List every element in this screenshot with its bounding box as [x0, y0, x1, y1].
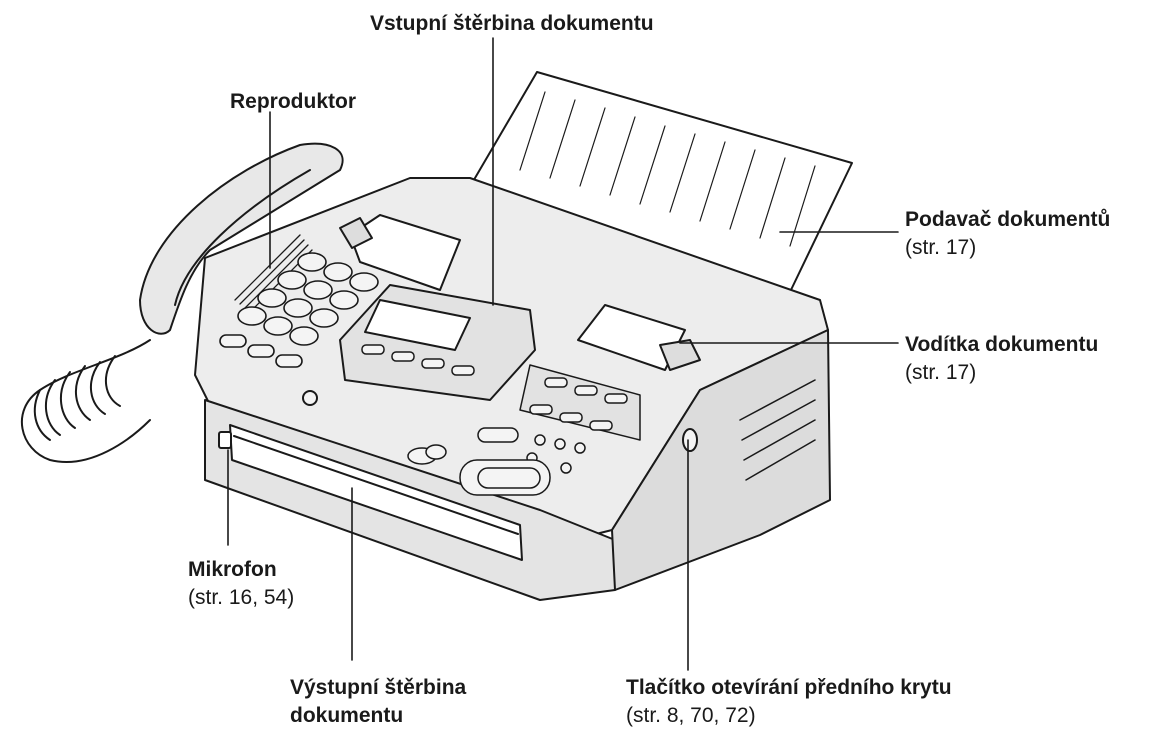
microphone-opening: [218, 431, 232, 449]
label-front-cover-button-subtitle: (str. 8, 70, 72): [626, 704, 756, 727]
label-document-feeder-title: Podavač dokumentů: [905, 208, 1111, 231]
label-document-guides-subtitle: (str. 17): [905, 361, 977, 384]
label-microphone-title: Mikrofon: [188, 558, 277, 581]
label-output-slot-title-line1: Výstupní štěrbina: [290, 676, 467, 699]
label-document-guides-title: Vodítka dokumentu: [905, 333, 1099, 356]
label-output-slot-title-line2: dokumentu: [290, 704, 404, 727]
label-front-cover-button: Tlačítko otevírání předního krytu (str. …: [626, 674, 952, 730]
label-document-feeder-subtitle: (str. 17): [905, 236, 977, 259]
handset-cord: [21, 339, 151, 463]
document-input-slot: [339, 214, 701, 371]
right-control-cluster: [407, 364, 641, 496]
keypad: [219, 252, 379, 368]
label-output-slot: Výstupní štěrbina dokumentu: [290, 674, 466, 730]
label-input-slot: Vstupní štěrbina dokumentu: [370, 10, 654, 38]
control-panel: [302, 284, 536, 406]
handset: [139, 142, 344, 335]
label-document-guides: Vodítka dokumentu (str. 17): [905, 331, 1098, 387]
label-microphone: Mikrofon (str. 16, 54): [188, 556, 294, 612]
label-front-cover-button-title: Tlačítko otevírání předního krytu: [626, 676, 952, 699]
label-microphone-subtitle: (str. 16, 54): [188, 586, 295, 609]
label-input-slot-title: Vstupní štěrbina dokumentu: [370, 12, 654, 35]
label-document-feeder: Podavač dokumentů (str. 17): [905, 206, 1110, 262]
label-speaker-title: Reproduktor: [230, 90, 356, 113]
label-speaker: Reproduktor: [230, 88, 356, 116]
leader-lines: [227, 37, 899, 671]
front-cover-open-button: [682, 428, 698, 452]
